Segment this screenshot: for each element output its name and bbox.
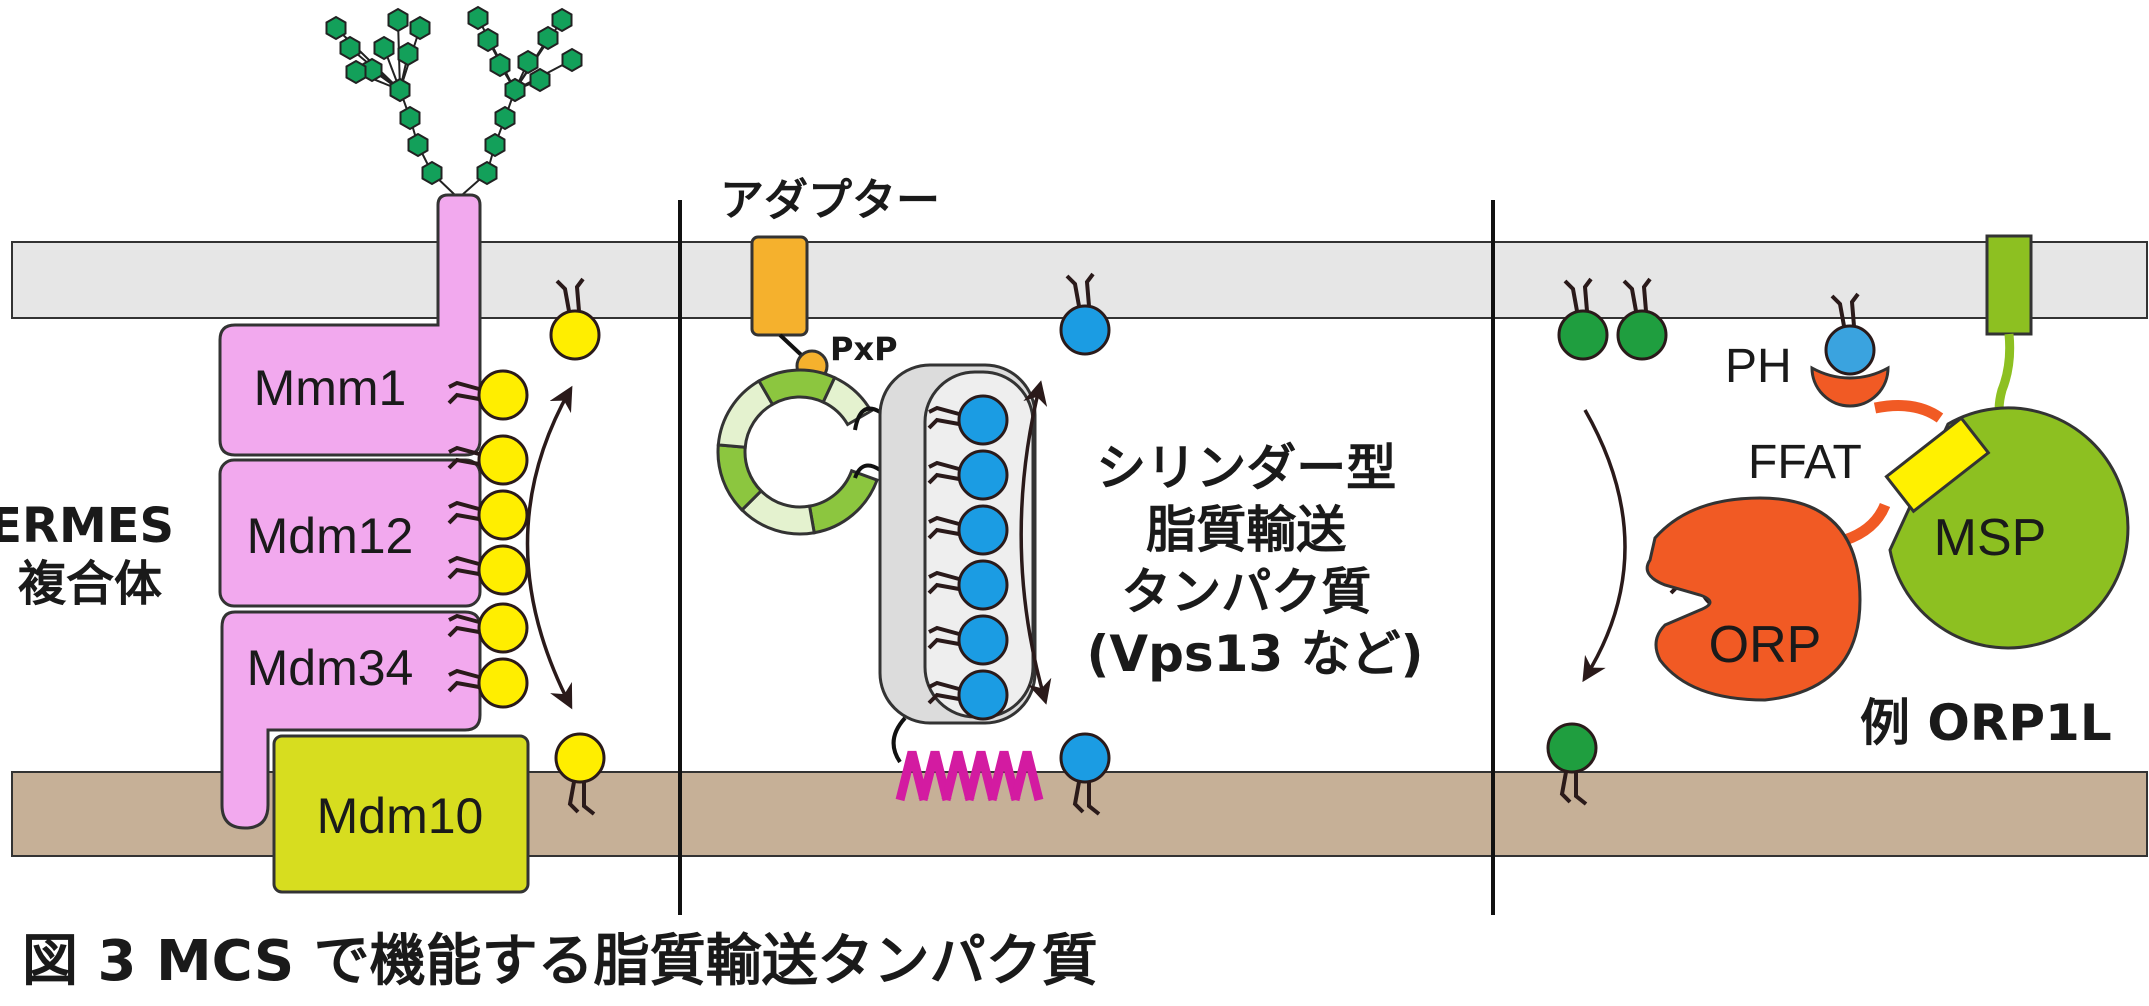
- cylinder-protein: [878, 363, 1037, 725]
- ph-ffat-linker: [1873, 400, 1944, 423]
- ffat-orp-linker: [1843, 502, 1891, 546]
- glycan-tree: [325, 5, 583, 196]
- ph-domain: [1810, 365, 1890, 408]
- panel3-transfer-arrow: [1582, 409, 1627, 683]
- msp-label: MSP: [1934, 509, 2047, 567]
- blue-lipid-top: [1059, 272, 1111, 356]
- mmm1-label: Mmm1: [254, 360, 407, 416]
- membrane-anchor-helix: [895, 750, 1044, 802]
- panel1-lipids: [447, 277, 606, 816]
- ph-label: PH: [1725, 340, 1792, 393]
- green-lipid-top-1: [1557, 277, 1609, 361]
- panel1-transfer-arrow: [525, 385, 573, 710]
- blue-lipid-1: [927, 394, 1009, 446]
- mdm10-label: Mdm10: [317, 788, 484, 844]
- figure-caption: 図 3 MCS で機能する脂質輸送タンパク質: [22, 929, 1098, 994]
- ermes-complex-label: ERMES 複合体: [0, 498, 191, 612]
- cylinder-protein-label: シリンダー型 脂質輸送 タンパク質 (Vps13 など): [1087, 439, 1424, 683]
- example-label: 例 ORP1L: [1860, 694, 2112, 752]
- blue-lipid-bottom: [1059, 732, 1111, 816]
- mdm12-protein: [218, 458, 482, 608]
- panel2-lipids: [927, 272, 1111, 816]
- adaptor-label: アダプター: [720, 175, 940, 226]
- yellow-lipid-5: [447, 602, 529, 654]
- adaptor-anchor: [750, 235, 809, 337]
- ring-linker-lower: [853, 463, 882, 479]
- ffat-label: FFAT: [1748, 436, 1862, 489]
- mdm12-label: Mdm12: [247, 508, 414, 564]
- orp-domain: [1645, 496, 1862, 702]
- yellow-lipid-2: [447, 434, 529, 486]
- mdm10-protein: [272, 734, 530, 894]
- yellow-lipid-1: [447, 369, 529, 421]
- blue-lipid-5: [927, 614, 1009, 666]
- green-lipid-top-2: [1616, 277, 1668, 361]
- adaptor-ring: [716, 368, 879, 536]
- yellow-lipid-bottom: [554, 732, 606, 816]
- mmm1-protein: [218, 193, 482, 457]
- panel2-transfer-arrow: [1019, 380, 1052, 705]
- msp-membrane-anchor: [1985, 234, 2033, 336]
- blue-lipid-2: [927, 449, 1009, 501]
- blue-lipid-6: [927, 669, 1009, 721]
- ffat-motif: [1884, 416, 1991, 514]
- blue-lipid-4: [927, 559, 1009, 611]
- pxp-label: PxP: [830, 330, 898, 368]
- mdm34-label: Mdm34: [247, 640, 414, 696]
- yellow-lipid-3: [447, 489, 529, 541]
- blue-lipid-3: [927, 504, 1009, 556]
- ph-bound-lipid: [1824, 292, 1876, 376]
- yellow-lipid-top: [549, 277, 601, 361]
- cylinder-tail: [891, 716, 907, 764]
- orp-label: ORP: [1709, 616, 1822, 674]
- ring-linker-upper: [853, 406, 882, 431]
- green-lipid-bottom: [1546, 722, 1598, 806]
- yellow-lipid-6: [447, 657, 529, 709]
